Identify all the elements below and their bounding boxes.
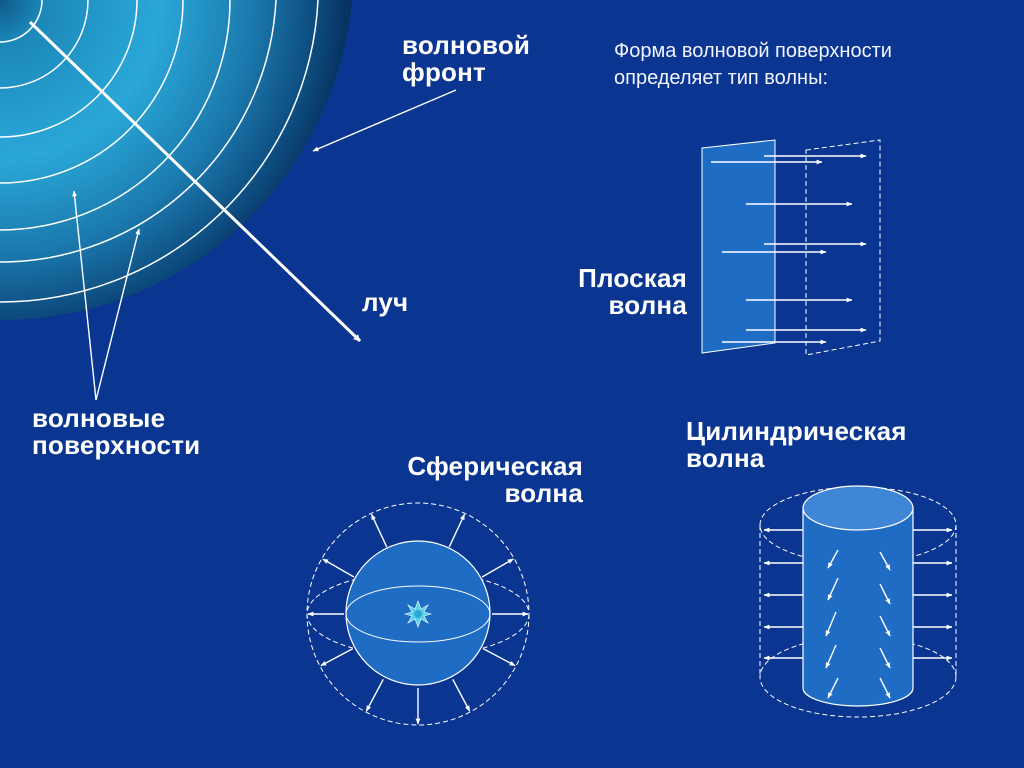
wave-arrow [827, 677, 839, 699]
ray-label-text: луч [362, 287, 409, 317]
wave-arrow [827, 577, 839, 601]
wave-arrow [879, 551, 891, 571]
cylindrical-wave-label-line: Цилиндрическая [686, 416, 907, 446]
wavefront-label-line: волновой [402, 30, 531, 60]
plane-wave-label-line: волна [608, 290, 687, 321]
plane-front-dashed [805, 139, 881, 356]
wave-arrow [879, 647, 891, 669]
intro-text-line: Форма волновой поверхности [614, 40, 892, 62]
ray-label: луч [362, 287, 409, 317]
wave-arrow [370, 513, 388, 548]
plane-front [701, 139, 776, 354]
wave-arrow [483, 648, 516, 667]
intro-text: Форма волновой поверхности определяет ти… [614, 38, 892, 92]
wave-arrow [322, 558, 355, 578]
wavefront-label: волновой фронт [402, 30, 531, 88]
spherical-wave-label-line: волна [504, 478, 583, 509]
wave-surface-arcs [0, 0, 319, 303]
wavefront-label-line: фронт [402, 57, 486, 88]
wave-arrow [879, 583, 891, 605]
surface-pointer-arrow [95, 228, 141, 401]
wave-arrow [320, 648, 353, 667]
wave-arrow [825, 611, 837, 637]
wave-arrow [365, 679, 384, 712]
plane-wave-label-line: Плоская [578, 263, 687, 293]
cylindrical-wave [759, 485, 957, 718]
cylinder-top [802, 485, 914, 531]
plane-wave-label: Плоская волна [578, 263, 687, 321]
wave-arrow [825, 644, 837, 669]
wavefront-pointer-arrow [312, 89, 457, 152]
wave-arrow [879, 677, 891, 699]
spherical-wave-label-line: Сферическая [407, 451, 583, 481]
ray-arrow [28, 20, 362, 343]
sphere-equator [345, 585, 491, 643]
wave-arrow [827, 549, 839, 569]
spherical-wave-arrows [307, 513, 529, 725]
wavefront-sector [0, 0, 352, 321]
wave-arrow [452, 679, 471, 712]
surface-pointer-arrow [72, 190, 97, 401]
wave-arrow [879, 615, 891, 637]
wave-surfaces-label-line: волновые [32, 403, 166, 433]
wave-arrow [448, 513, 466, 548]
plane-wave-arrows [711, 153, 867, 345]
wave-surface-pointers [72, 190, 141, 401]
cylindrical-wave-arrows [763, 527, 953, 699]
wave-surfaces-label: волновые поверхности [32, 403, 201, 461]
wave-surfaces-label-line: поверхности [32, 430, 201, 461]
spherical-wave-label: Сферическая волна [407, 451, 583, 509]
cylindrical-wave-label-line: волна [686, 443, 765, 474]
cylindrical-wave-label: Цилиндрическая волна [686, 416, 907, 474]
point-source-icon [403, 600, 433, 628]
cylinder-body [802, 507, 914, 707]
wave-arrow [481, 558, 514, 578]
intro-text-line: определяет тип волны: [614, 67, 829, 89]
plane-wave [701, 139, 881, 356]
spherical-wave [306, 502, 530, 726]
